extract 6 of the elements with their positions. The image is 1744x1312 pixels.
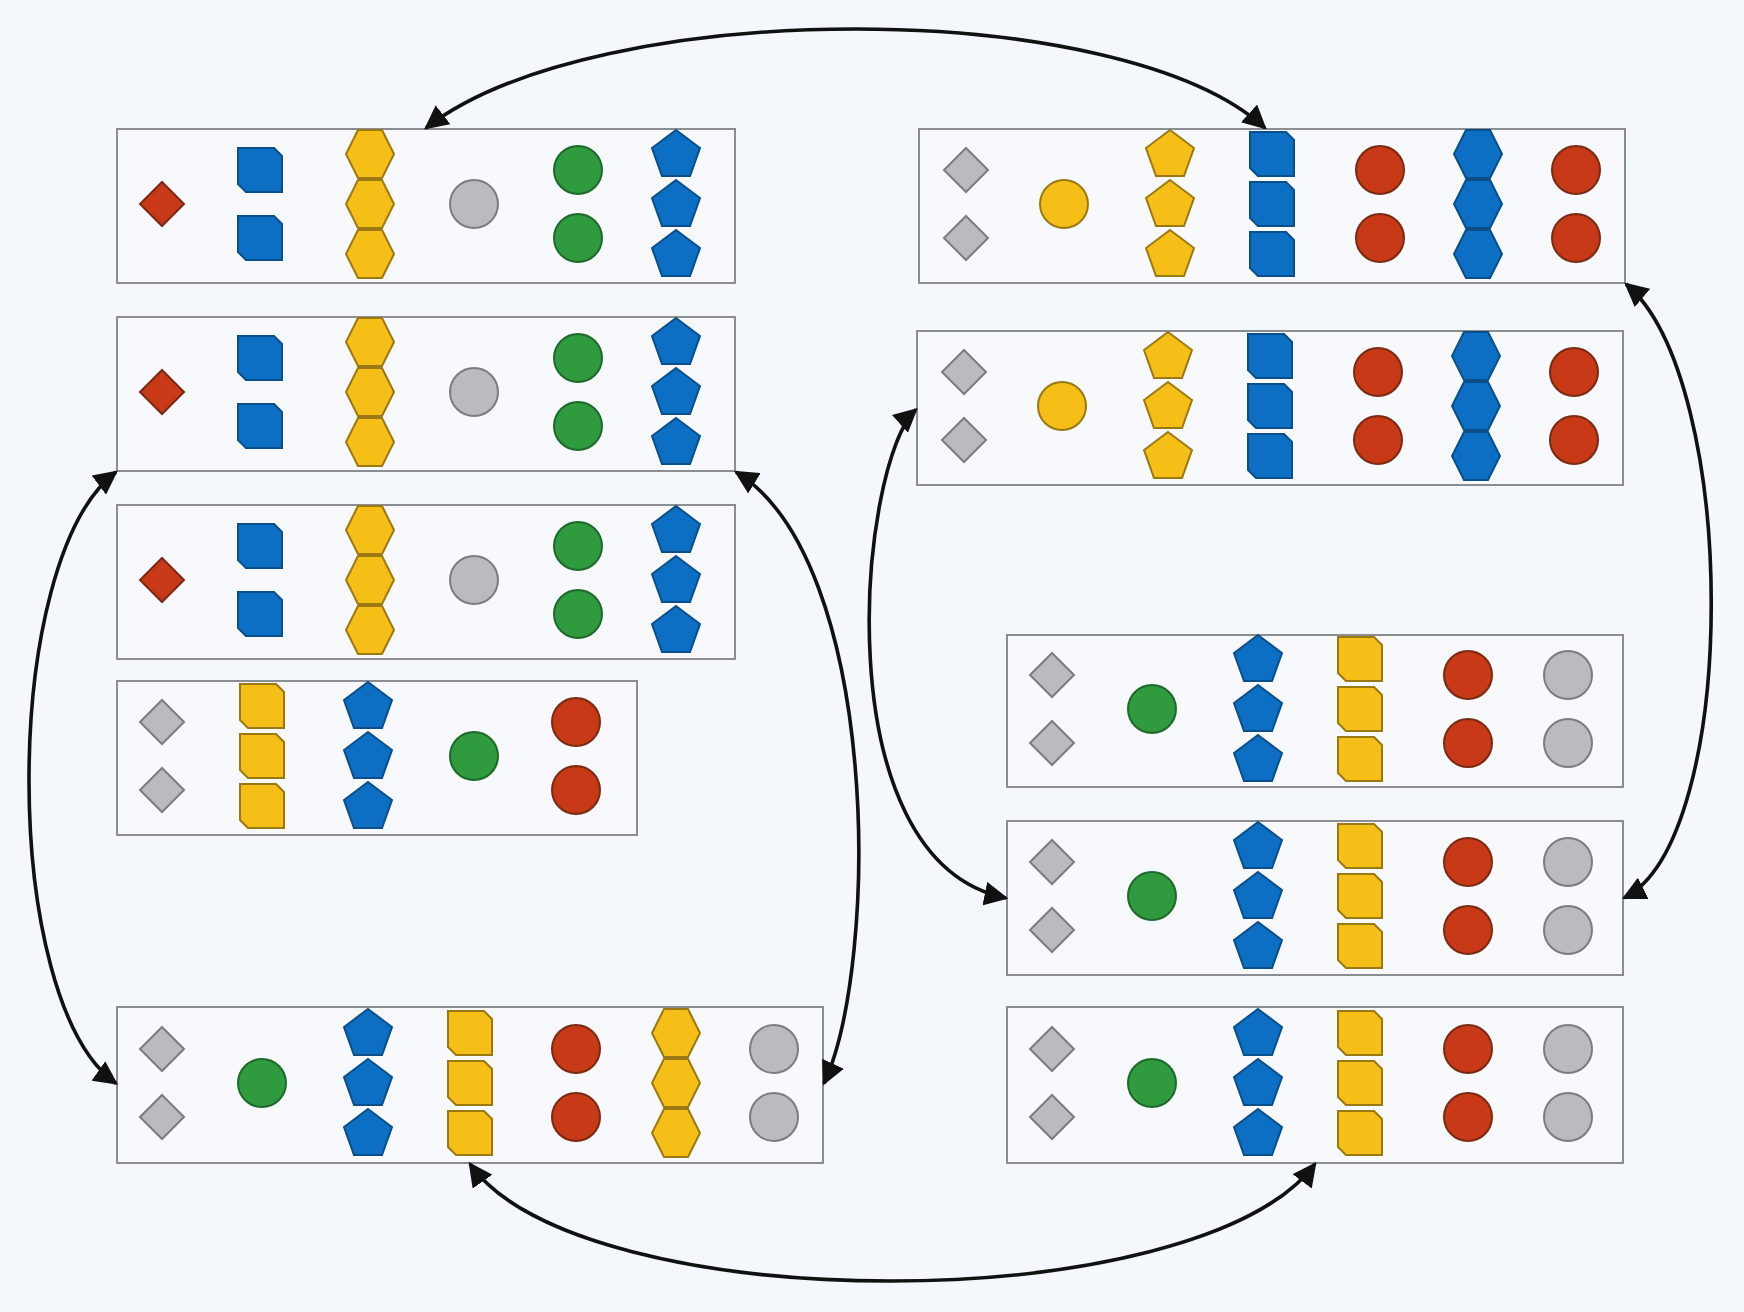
curved-arrow (867, 407, 1009, 902)
curved-arrow (27, 470, 118, 1086)
curved-arrow (1622, 282, 1713, 900)
curved-arrow (468, 1162, 1317, 1283)
curved-arrow (734, 470, 861, 1086)
curved-arrow (423, 27, 1267, 130)
